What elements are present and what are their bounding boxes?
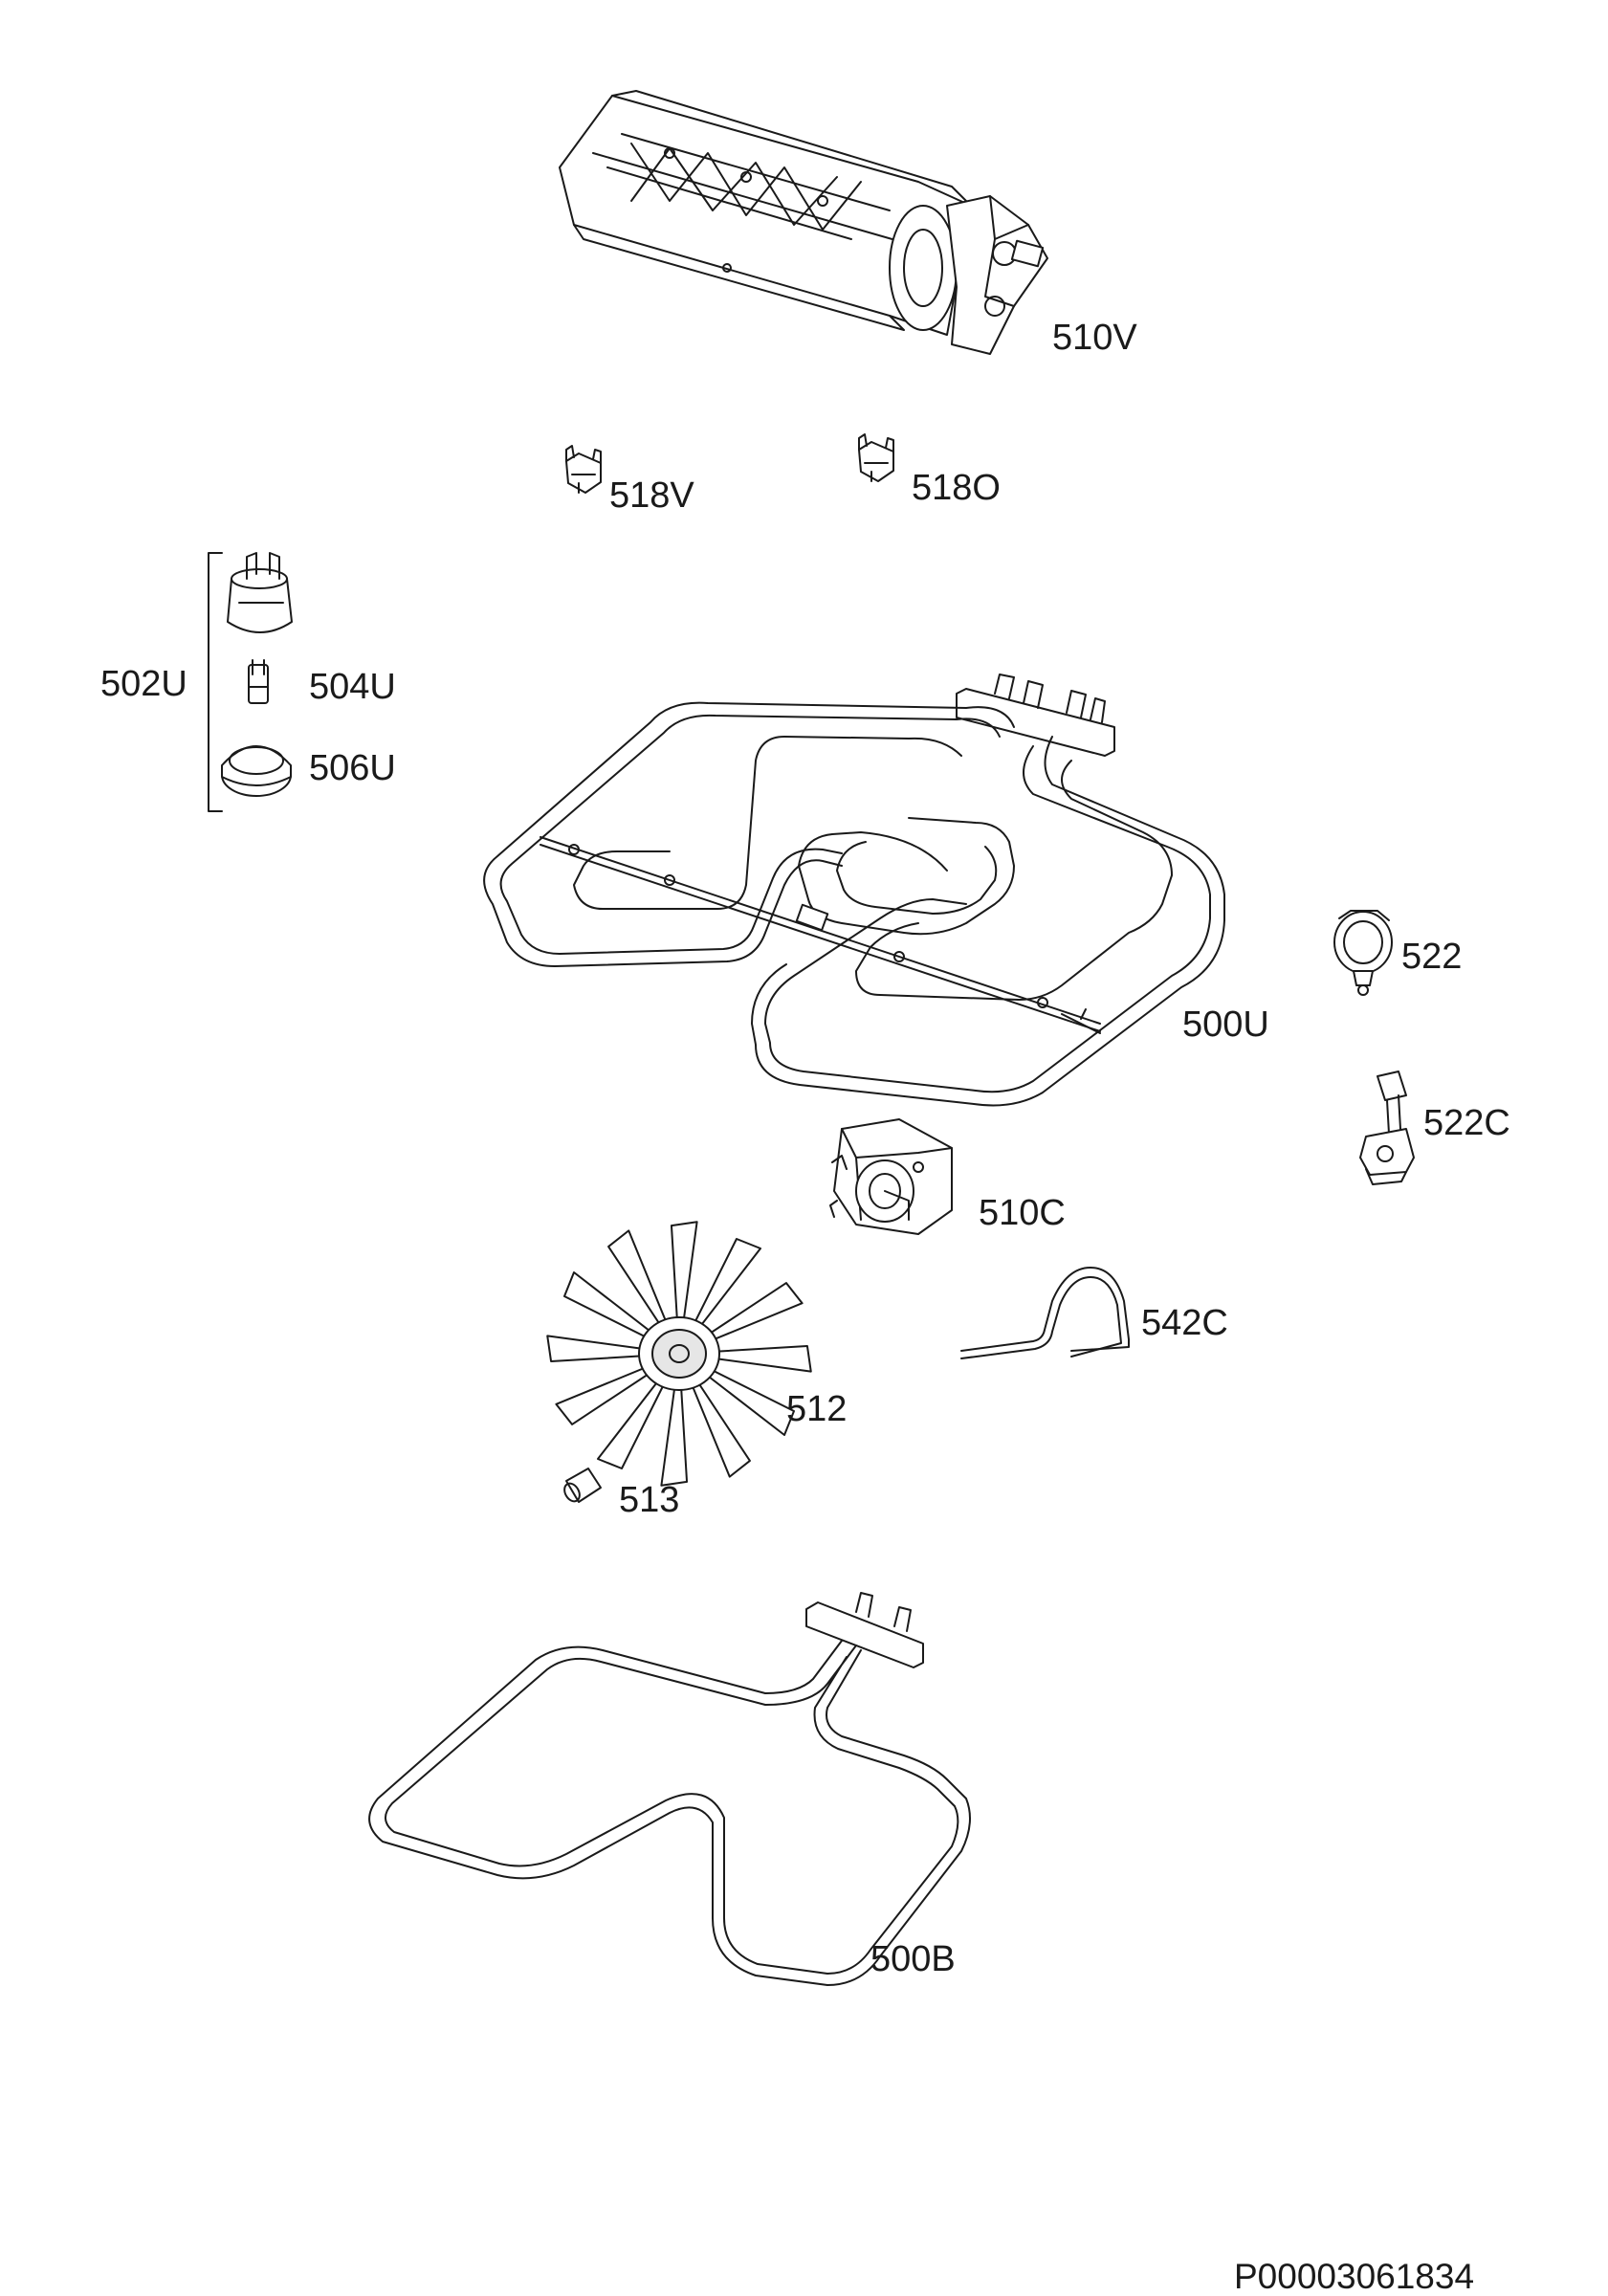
label-504u: 504U [309, 667, 396, 707]
label-522: 522 [1401, 937, 1462, 977]
label-512: 512 [786, 1389, 847, 1429]
part-wire-clip-542c [960, 1267, 1130, 1359]
label-506u: 506U [309, 748, 396, 788]
label-500u: 500U [1182, 1004, 1269, 1045]
part-top-heater-500u [483, 673, 1225, 1107]
part-clamp-522 [1333, 910, 1393, 996]
label-502u: 502U [100, 664, 187, 704]
part-fan-blade-512 [546, 1221, 812, 1487]
part-fan-motor-510c [829, 1118, 953, 1235]
part-bulb-cover-506u [221, 745, 292, 797]
label-510c: 510C [979, 1193, 1066, 1233]
label-522c: 522C [1423, 1103, 1510, 1143]
group-bracket [208, 552, 223, 812]
label-518v: 518V [609, 475, 694, 516]
part-clip-518o [858, 433, 894, 482]
part-clamp-522c [1359, 1071, 1415, 1185]
reference-number: P00003061834 [1234, 2257, 1474, 2296]
label-542c: 542C [1141, 1303, 1228, 1343]
part-lamp-socket [227, 552, 293, 633]
part-clip-518v [565, 445, 602, 494]
part-bottom-heater-500b [368, 1592, 971, 1986]
part-nut-513 [563, 1468, 602, 1503]
label-513: 513 [619, 1480, 679, 1520]
label-518o: 518O [912, 468, 1001, 508]
part-fan-housing-510v [559, 90, 1048, 355]
part-connector-504u [248, 659, 269, 704]
label-510v: 510V [1052, 318, 1137, 358]
label-500b: 500B [870, 1939, 956, 1979]
